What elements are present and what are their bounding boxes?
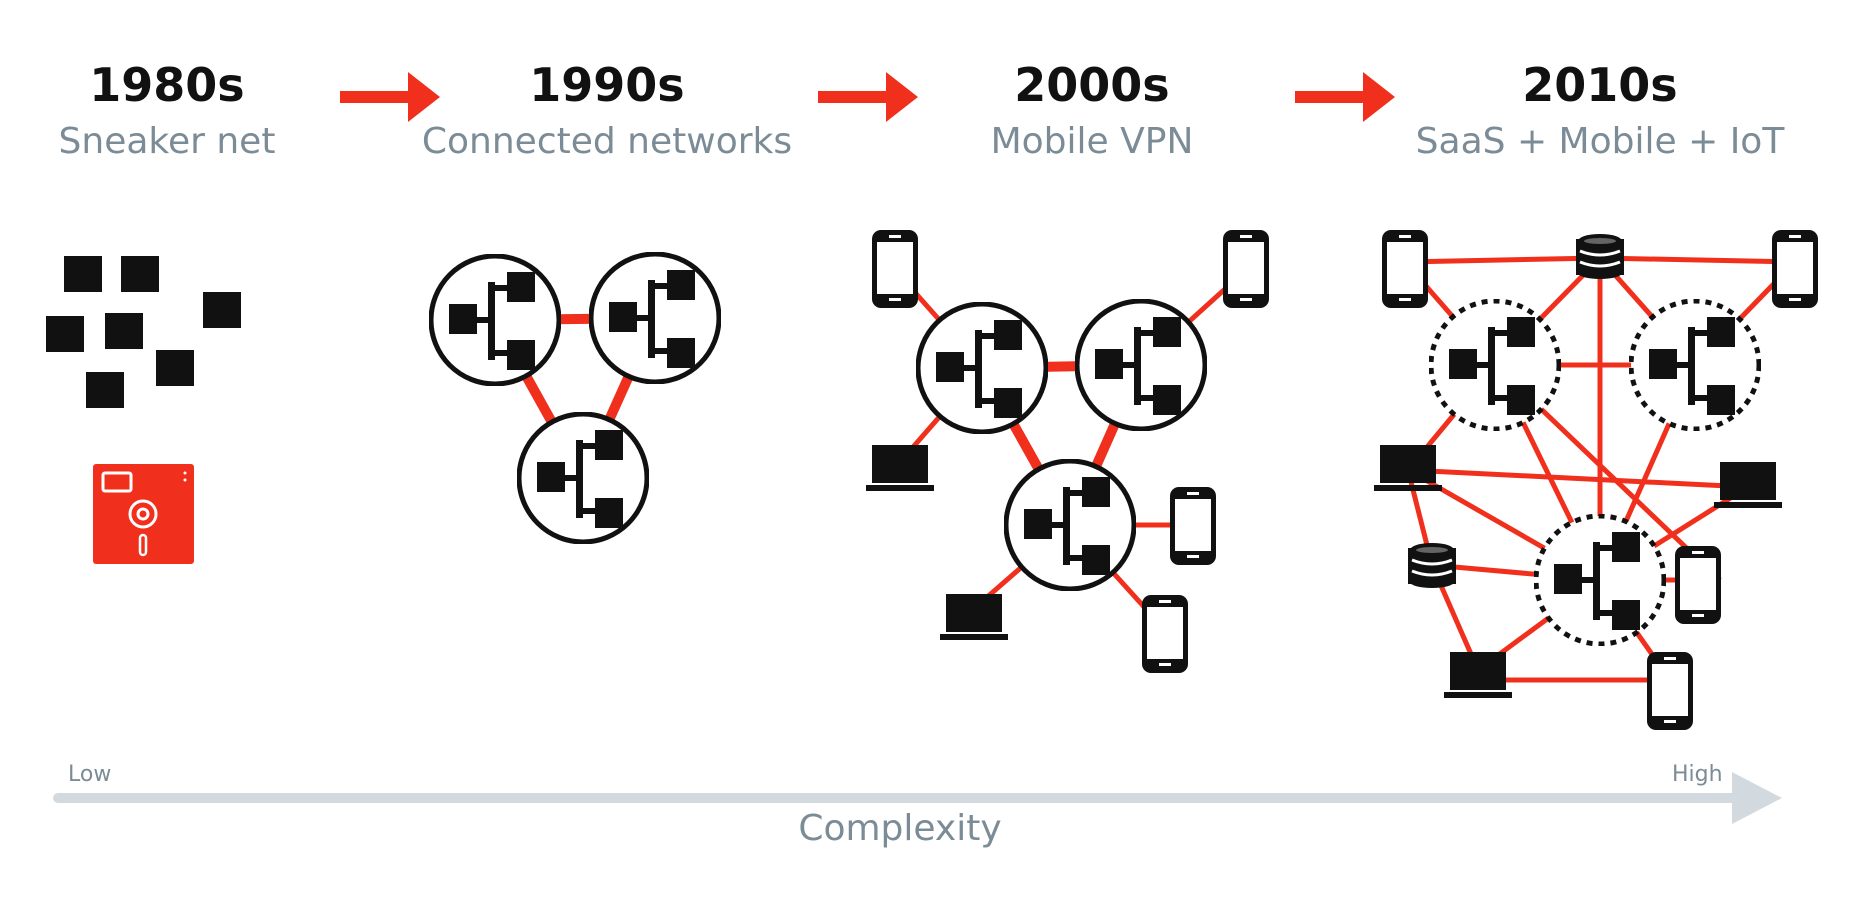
network-hub-icon xyxy=(1077,301,1205,429)
cloud-network-hub-icon xyxy=(1536,516,1664,644)
cloud-network-hub-icon xyxy=(1431,301,1559,429)
database-icon xyxy=(1408,542,1456,590)
network-hub-icon xyxy=(591,254,719,382)
complexity-axis xyxy=(53,772,1782,824)
database-icon xyxy=(1576,233,1624,281)
axis-title: Complexity xyxy=(798,808,1002,849)
phone-icon xyxy=(1772,230,1818,308)
cloud-network-hub-icon xyxy=(1631,301,1759,429)
era-1990s-title: 1990s xyxy=(529,58,685,112)
isolated-computers xyxy=(46,256,241,408)
laptop-icon xyxy=(940,594,1008,640)
phone-icon xyxy=(1647,652,1693,730)
phone-icon xyxy=(1142,595,1188,673)
phone-icon xyxy=(1223,230,1269,308)
arrow-right-icon xyxy=(340,72,440,122)
network-hub-icon xyxy=(431,256,559,384)
era-1980s-title: 1980s xyxy=(89,58,245,112)
laptop-icon xyxy=(1444,652,1512,698)
phone-icon xyxy=(1170,487,1216,565)
network-hub-icon xyxy=(918,304,1046,432)
era-1990s-subtitle: Connected networks xyxy=(421,121,793,162)
phone-icon xyxy=(1382,230,1428,308)
phone-icon xyxy=(1675,546,1721,624)
axis-high-label: High xyxy=(1672,762,1723,787)
era-2010s-subtitle: SaaS + Mobile + IoT xyxy=(1415,121,1785,162)
network-hub-icon xyxy=(1006,461,1134,589)
era-2000s-title: 2000s xyxy=(1014,58,1170,112)
laptop-icon xyxy=(866,445,934,491)
arrow-right-icon xyxy=(1295,72,1395,122)
era-2010s-title: 2010s xyxy=(1522,58,1678,112)
network-hub-icon xyxy=(519,414,647,542)
floppy-disk-icon xyxy=(93,464,194,564)
phone-icon xyxy=(872,230,918,308)
arrow-right-icon xyxy=(818,72,918,122)
axis-low-label: Low xyxy=(68,762,112,787)
era-2000s-subtitle: Mobile VPN xyxy=(990,121,1194,162)
era-1980s-subtitle: Sneaker net xyxy=(58,121,276,162)
